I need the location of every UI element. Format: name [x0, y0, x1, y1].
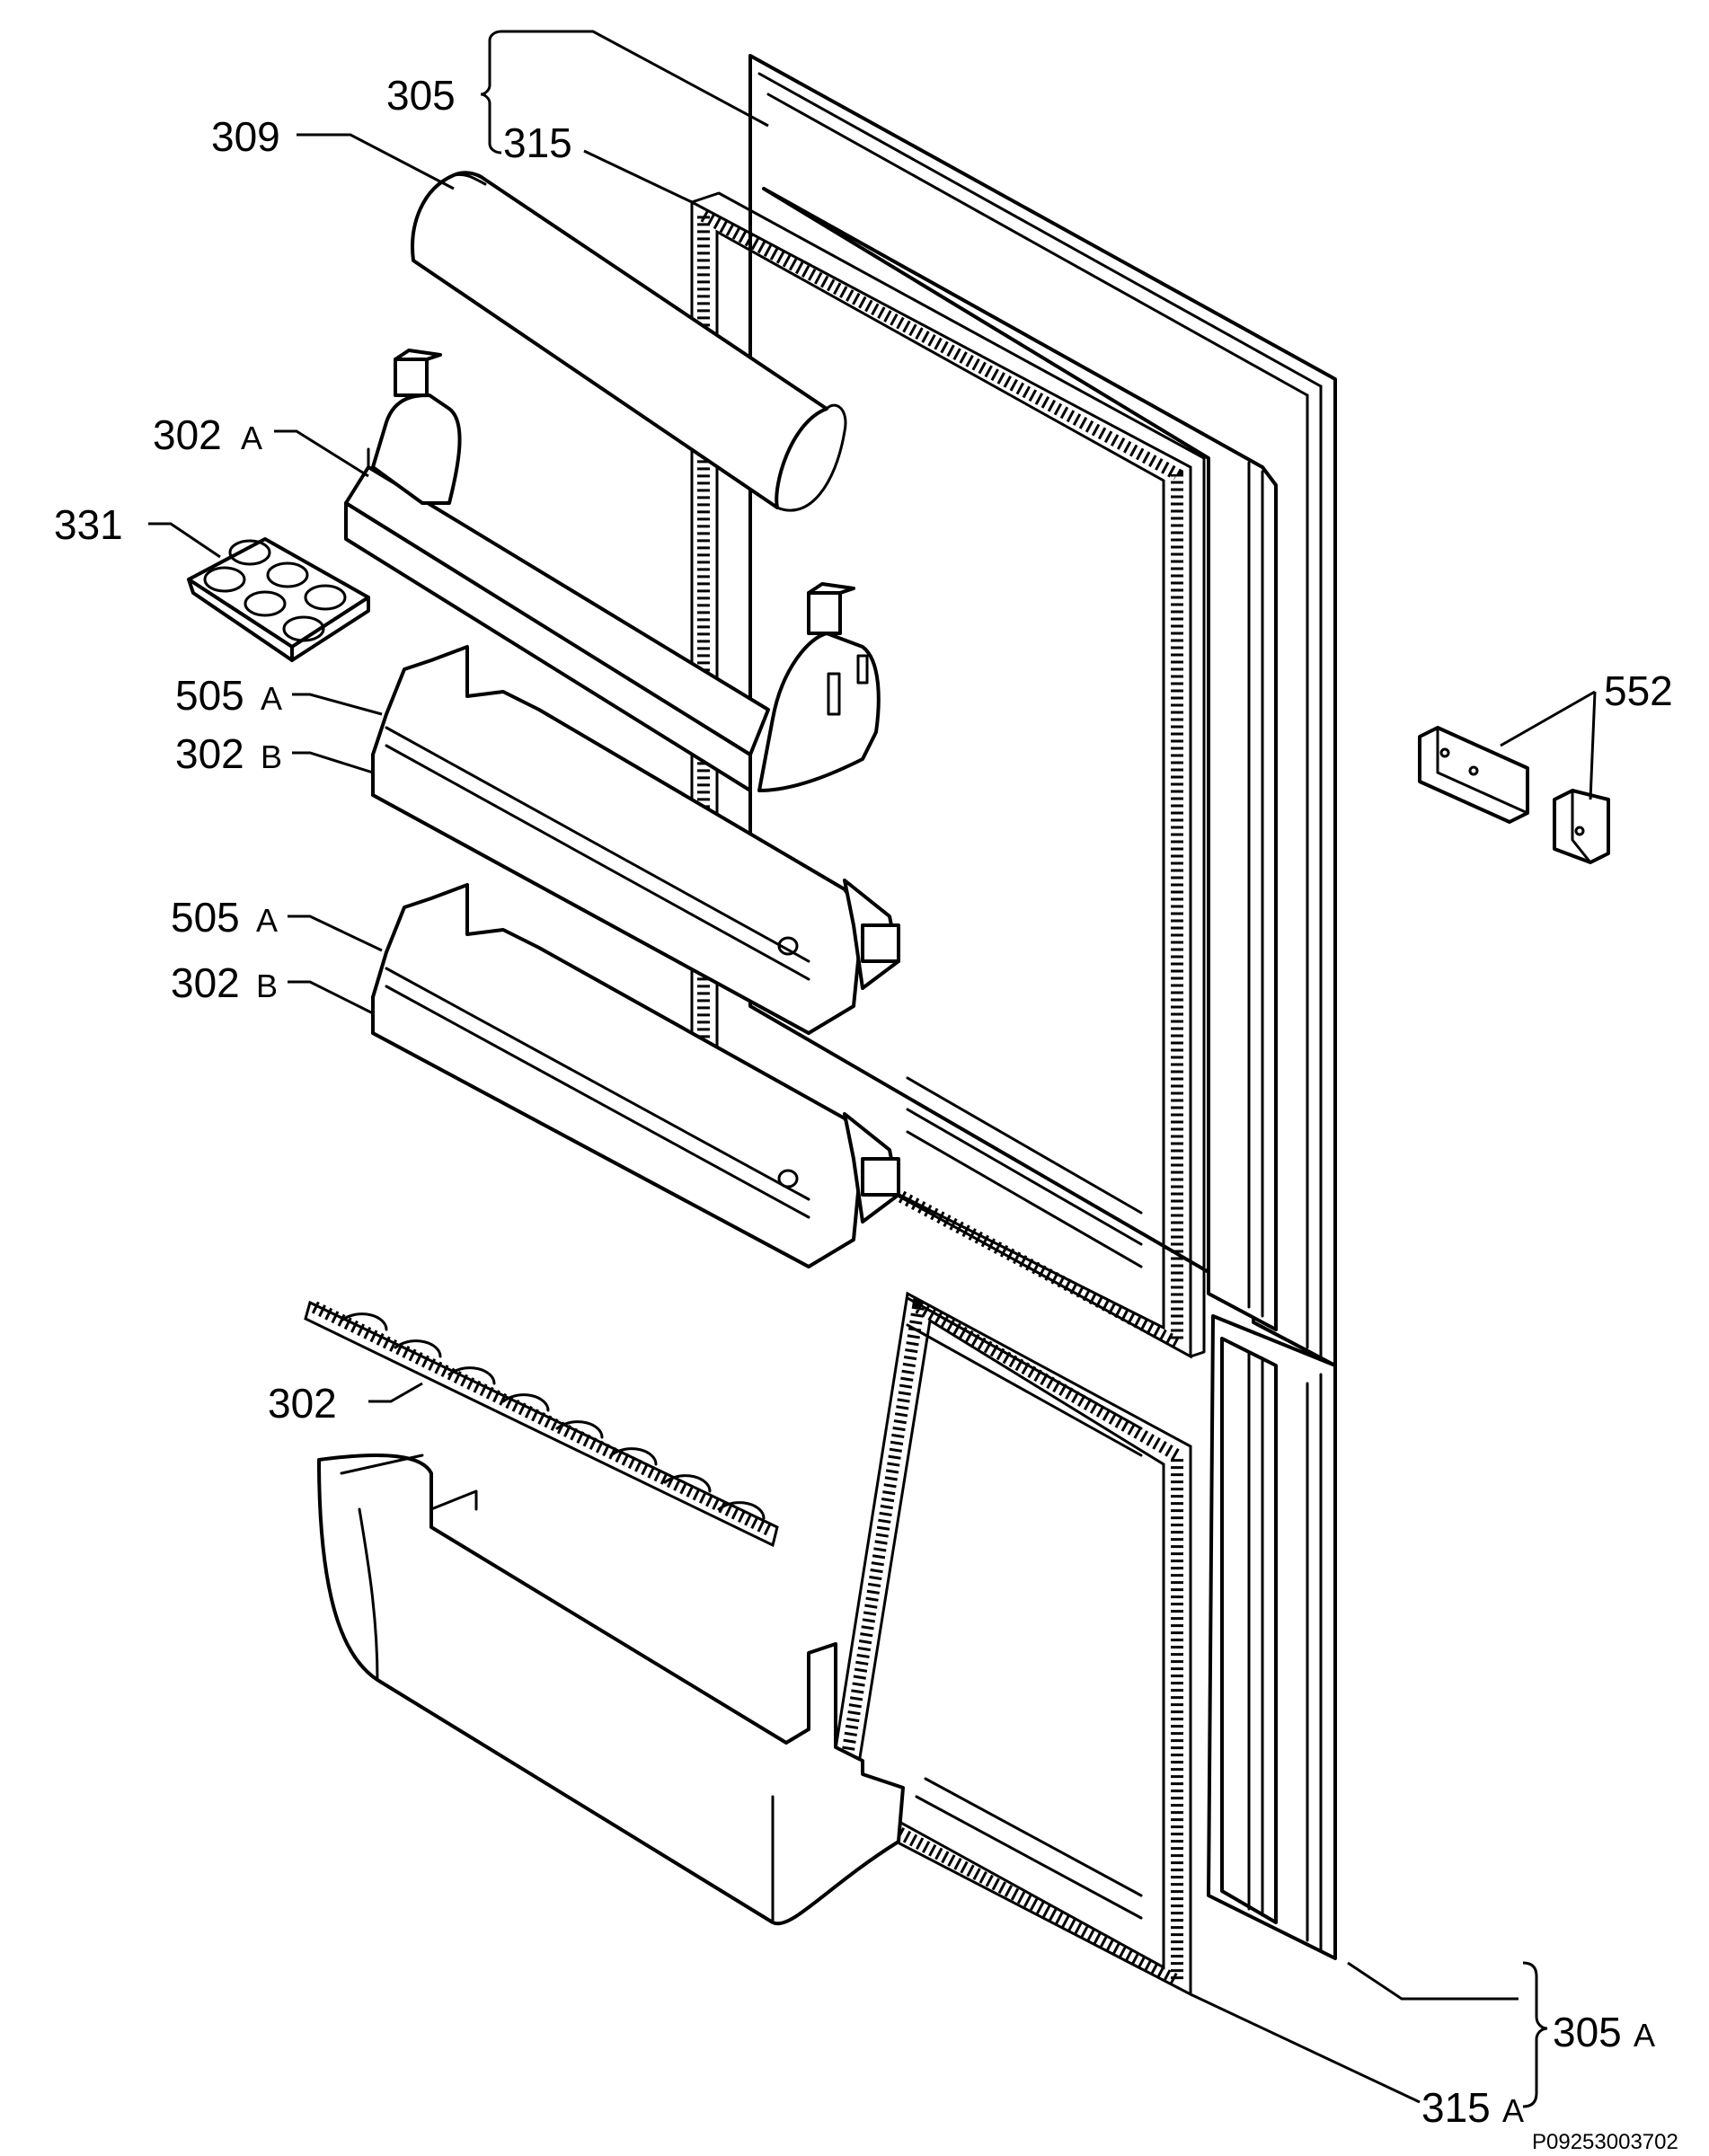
lower-door-panel	[1207, 1314, 1337, 1960]
upper-door-panel	[748, 54, 1337, 1367]
lower-door-gasket	[825, 1291, 1192, 1997]
label-302b-upper-number: 302	[175, 730, 244, 777]
label-302b-lower-suffix: B	[256, 968, 278, 1004]
label-315a-suffix: A	[1502, 2092, 1524, 2129]
label-302b-upper-suffix: B	[261, 738, 282, 775]
part-302-divider-strip	[304, 1300, 779, 1548]
label-505a-upper-suffix: A	[261, 680, 282, 717]
label-302a-suffix: A	[241, 420, 262, 456]
label-305: 305	[386, 72, 456, 119]
label-302a-number: 302	[153, 411, 222, 458]
part-302a-shelf	[344, 349, 881, 792]
part-labels: 305 315 309 302 A 331 505 A 302 B 505 A …	[54, 72, 1678, 2154]
part-309-cover	[411, 171, 847, 512]
label-305a-number: 305	[1553, 2009, 1622, 2055]
part-302-bottle-shelf	[317, 1454, 905, 1926]
label-305a-suffix: A	[1634, 2017, 1655, 2054]
label-302: 302	[268, 1380, 337, 1427]
label-302b-lower-number: 302	[171, 959, 240, 1006]
diagram-reference-code: P09253003702	[1532, 2130, 1678, 2154]
leader-lines	[148, 30, 1597, 2108]
label-505a-upper-number: 505	[175, 672, 244, 719]
part-302b-shelf-upper	[371, 645, 900, 1035]
label-331: 331	[54, 501, 123, 548]
part-331-egg-tray	[187, 537, 370, 662]
label-315: 315	[503, 119, 572, 166]
label-552: 552	[1604, 667, 1673, 714]
label-505a-lower-suffix: A	[256, 902, 278, 939]
part-552-hinge	[1418, 726, 1610, 864]
label-315a-number: 315	[1421, 2084, 1491, 2131]
part-302b-shelf-lower	[371, 883, 900, 1268]
label-309: 309	[211, 113, 280, 160]
label-505a-lower-number: 505	[171, 894, 240, 941]
